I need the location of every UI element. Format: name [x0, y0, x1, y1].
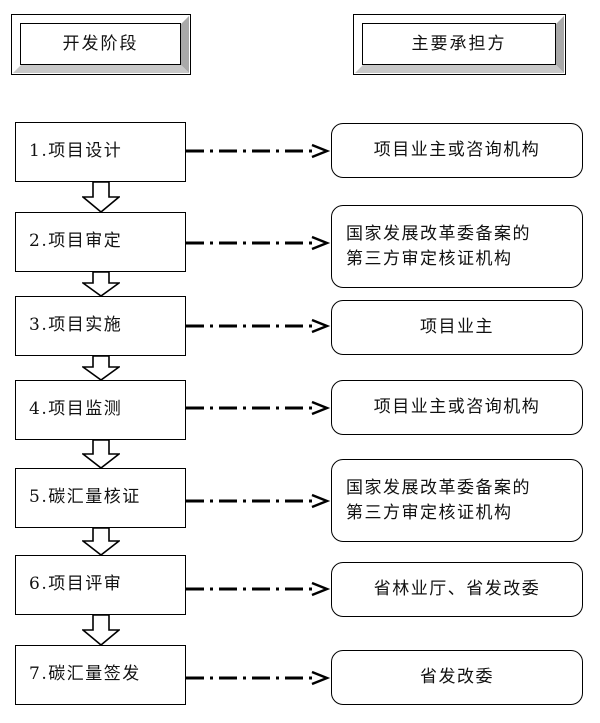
- block-arrow-4-to-5: [82, 440, 120, 469]
- actor-label-3: 项目业主: [420, 317, 494, 338]
- header-label-left: 开发阶段: [62, 33, 139, 54]
- stage-label-6: 6.项目评审: [29, 574, 123, 595]
- actor-box-7[interactable]: 省发改委: [331, 650, 583, 705]
- connector-stage-5-to-actor-5: [186, 493, 332, 509]
- actor-box-3[interactable]: 项目业主: [331, 300, 583, 355]
- connector-stage-1-to-actor-1: [186, 143, 332, 159]
- block-arrow-5-to-6: [82, 528, 120, 556]
- block-arrow-3-to-4: [82, 356, 120, 381]
- header-box-development-stage: 开发阶段: [11, 14, 191, 75]
- bevel-right-shade: [556, 16, 564, 73]
- actor-label-7: 省发改委: [420, 667, 494, 688]
- actor-label-1: 项目业主或咨询机构: [373, 140, 541, 161]
- connector-stage-6-to-actor-6: [186, 581, 332, 597]
- actor-box-1[interactable]: 项目业主或咨询机构: [331, 123, 583, 178]
- header-label-right: 主要承担方: [411, 33, 507, 54]
- bevel-bottom-shade: [355, 65, 564, 73]
- block-arrow-1-to-2: [82, 182, 120, 213]
- actor-label-6: 省林业厅、省发改委: [373, 579, 541, 600]
- block-arrow-2-to-3: [82, 272, 120, 297]
- connector-stage-3-to-actor-3: [186, 318, 332, 334]
- connector-stage-2-to-actor-2: [186, 235, 332, 251]
- bevel-bottom-shade: [13, 65, 189, 73]
- connector-stage-4-to-actor-4: [186, 400, 332, 416]
- header-inner-panel: 开发阶段: [20, 23, 181, 65]
- actor-box-6[interactable]: 省林业厅、省发改委: [331, 562, 583, 617]
- stage-label-2: 2.项目审定: [29, 231, 123, 252]
- header-inner-panel: 主要承担方: [362, 23, 556, 65]
- stage-label-3: 3.项目实施: [29, 315, 123, 336]
- actor-label-2: 国家发展改革委备案的 第三方审定核证机构: [346, 223, 531, 269]
- stage-box-5[interactable]: 5.碳汇量核证: [15, 468, 186, 528]
- header-box-main-party: 主要承担方: [353, 14, 566, 75]
- connector-stage-7-to-actor-7: [186, 670, 332, 686]
- actor-label-4: 项目业主或咨询机构: [373, 397, 541, 418]
- stage-box-7[interactable]: 7.碳汇量签发: [15, 645, 186, 705]
- actor-label-5: 国家发展改革委备案的 第三方审定核证机构: [346, 477, 531, 523]
- stage-box-1[interactable]: 1.项目设计: [15, 122, 186, 182]
- stage-box-4[interactable]: 4.项目监测: [15, 380, 186, 440]
- bevel-right-shade: [181, 16, 189, 73]
- stage-box-6[interactable]: 6.项目评审: [15, 555, 186, 615]
- block-arrow-6-to-7: [82, 615, 120, 646]
- stage-box-3[interactable]: 3.项目实施: [15, 296, 186, 356]
- stage-label-5: 5.碳汇量核证: [29, 487, 141, 508]
- actor-box-4[interactable]: 项目业主或咨询机构: [331, 380, 583, 435]
- stage-label-1: 1.项目设计: [29, 141, 123, 162]
- actor-box-2[interactable]: 国家发展改革委备案的 第三方审定核证机构: [331, 205, 583, 288]
- actor-box-5[interactable]: 国家发展改革委备案的 第三方审定核证机构: [331, 459, 583, 542]
- stage-box-2[interactable]: 2.项目审定: [15, 212, 186, 272]
- stage-label-4: 4.项目监测: [29, 399, 123, 420]
- stage-label-7: 7.碳汇量签发: [29, 664, 141, 685]
